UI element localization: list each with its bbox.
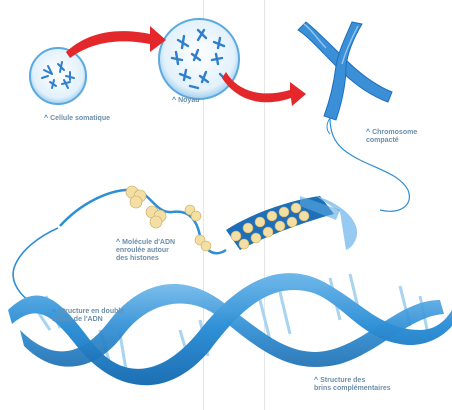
label-dna-histones: ^Molécule d'ADN enroulée autour des hist… — [116, 239, 175, 263]
up-caret-icon: ^ — [116, 239, 121, 246]
label-chromosome: ^Chromosome compacté — [366, 129, 417, 145]
label-somatic-cell-text: Cellule somatique — [50, 115, 110, 122]
label-complementary-strands: ^Structure des brins complémentaires — [314, 377, 391, 393]
label-nucleus: ^Noyau — [172, 97, 200, 105]
divider-line — [264, 0, 265, 410]
up-caret-icon: ^ — [366, 129, 371, 136]
solenoid-fibre — [226, 196, 358, 250]
divider-line — [203, 0, 204, 410]
label-chromosome-text: Chromosome compacté — [366, 129, 418, 144]
label-double-helix: <Structure en double hélice de l'ADN — [52, 308, 124, 324]
nucleus — [158, 18, 240, 100]
nucleosome-chain — [59, 185, 227, 255]
label-somatic-cell: ^Cellule somatique — [44, 115, 110, 123]
label-nucleus-text: Noyau — [178, 97, 200, 104]
label-double-helix-text: Structure en double hélice de l'ADN — [52, 308, 125, 323]
label-complementary-strands-text: Structure des brins complémentaires — [314, 377, 391, 392]
chromosome — [297, 21, 393, 121]
up-caret-icon: ^ — [172, 97, 177, 104]
arrow-cell-to-nucleus — [66, 26, 166, 58]
dna-thread — [329, 117, 410, 212]
left-caret-icon: < — [52, 308, 57, 315]
somatic-cell — [29, 47, 87, 105]
label-dna-histones-text: Molécule d'ADN enroulée autour des histo… — [116, 239, 176, 262]
up-caret-icon: ^ — [314, 377, 319, 384]
up-caret-icon: ^ — [44, 115, 49, 122]
double-helix — [8, 273, 452, 386]
arrow-nucleus-to-chromosome — [222, 72, 306, 106]
dna-linker — [12, 227, 59, 305]
